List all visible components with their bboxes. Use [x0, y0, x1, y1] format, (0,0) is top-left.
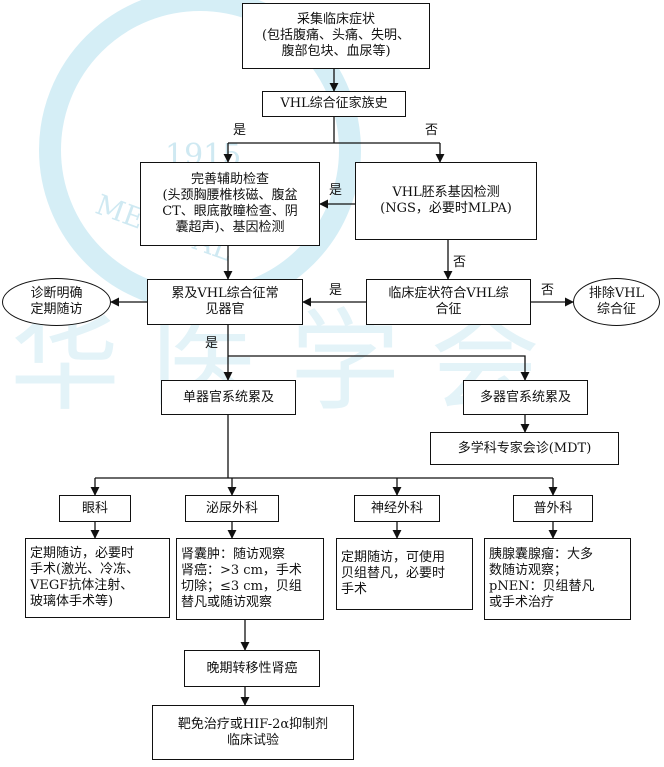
- symptoms-box: 采集临床症状 (包括腹痛、头痛、失明、 腹部包块、血尿等): [242, 3, 430, 69]
- uro-treatment-box: 肾囊肿：随访观察 肾癌：>3 cm，手术 切除；≤3 cm，贝组 替凡或随访观察: [176, 538, 324, 620]
- mdt-box: 多学科专家会诊(MDT): [430, 432, 619, 465]
- clinical-match-box: 临床症状符合VHL综 合征: [366, 279, 531, 325]
- edge-split-multi: [228, 355, 530, 381]
- label-no-clinical: 否: [541, 283, 555, 298]
- aux-exam-box: 完善辅助检查 (头颈胸腰椎核磁、腹盆 CT、眼底散瞳检查、阴 囊超声)、基因检测: [140, 162, 320, 246]
- edge-history-branches: [228, 117, 440, 144]
- label-yes-clinical: 是: [329, 283, 343, 298]
- label-yes-family: 是: [233, 123, 247, 138]
- targeted-box: 靶免治疗或HIF-2α抑制剂 临床试验: [152, 705, 354, 760]
- label-no-gene: 否: [453, 255, 467, 270]
- multi-organ-box: 多器官系统累及: [463, 380, 588, 415]
- organ-involved-box: 累及VHL综合征常 见器官: [147, 279, 303, 325]
- gs-treatment-box: 胰腺囊腺瘤：大多 数随访观察； pNEN：贝组替凡 或手术治疗: [484, 538, 631, 620]
- family-history-box: VHL综合征家族史: [262, 91, 406, 117]
- urology-box: 泌尿外科: [185, 495, 279, 522]
- gene-test-box: VHL胚系基因检测 (NGS，必要时MLPA): [355, 162, 537, 240]
- label-yes-organ: 是: [205, 336, 219, 351]
- neuro-treatment-box: 定期随访，可使用 贝组替凡，必要时 手术: [336, 538, 473, 610]
- diagnose-oval: 诊断明确 定期随访: [2, 278, 111, 326]
- general-surgery-box: 普外科: [513, 495, 593, 522]
- metastatic-box: 晚期转移性肾癌: [184, 650, 320, 687]
- edge-single-departments: [95, 415, 553, 479]
- eye-treatment-box: 定期随访，必要时 手术(激光、冷冻、 VEGF抗体注射、 玻璃体手术等): [25, 538, 170, 618]
- label-no-family: 否: [425, 123, 439, 138]
- exclude-oval: 排除VHL 综合征: [573, 278, 660, 326]
- ophthalmology-box: 眼科: [59, 495, 131, 522]
- label-yes-gene: 是: [329, 183, 343, 198]
- single-organ-box: 单器官系统累及: [161, 380, 296, 415]
- neurosurgery-box: 神经外科: [354, 495, 440, 522]
